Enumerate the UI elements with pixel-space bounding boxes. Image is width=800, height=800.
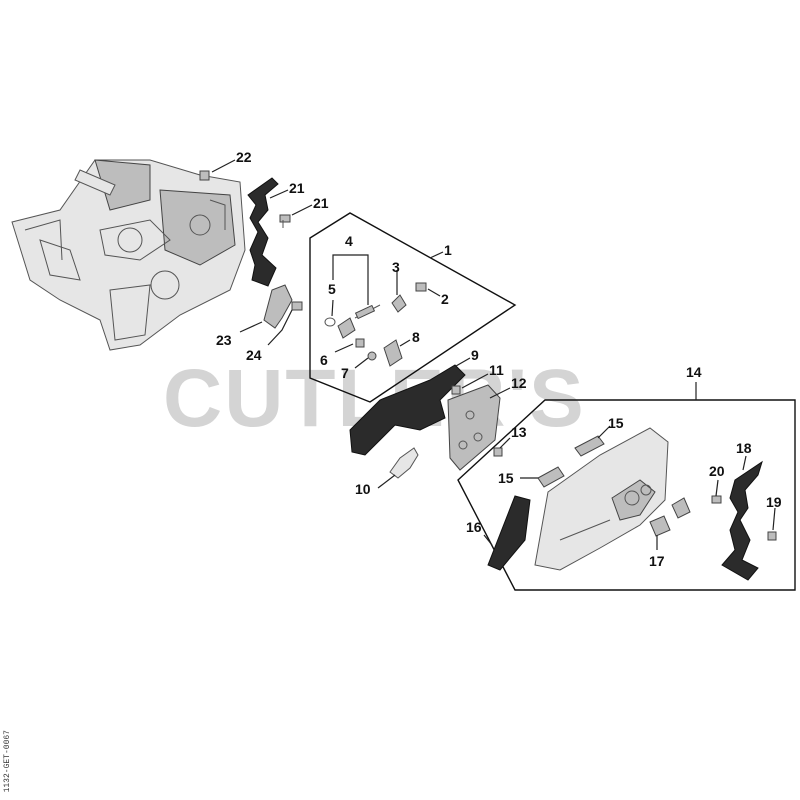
callout-24: 23 <box>216 332 232 348</box>
leader-lines <box>211 159 776 550</box>
part-22-screw <box>279 214 291 228</box>
callout-21: 21 <box>289 180 305 196</box>
callout-3: 3 <box>392 259 400 275</box>
part-2-screw <box>415 282 427 292</box>
part-9-side-cover <box>349 364 466 456</box>
part-19-screw <box>767 531 777 541</box>
callout-9: 9 <box>471 347 479 363</box>
callout-20: 20 <box>709 463 725 479</box>
part-14-sprocket-cover <box>534 427 669 571</box>
part-23-nut <box>199 170 210 181</box>
part-20-screw <box>711 495 722 504</box>
part-11-screw <box>451 385 461 395</box>
callout-15-lower: 15 <box>498 470 514 486</box>
part-13-nut <box>493 447 503 457</box>
callout-11: 11 <box>489 362 504 378</box>
callout-8: 8 <box>412 329 420 345</box>
part-17-bar-nut <box>649 497 691 537</box>
callout-15-upper: 15 <box>608 415 624 431</box>
callout-labels: 22 21 21 23 24 1 4 5 3 2 6 7 8 9 11 12 1… <box>216 149 782 569</box>
part-7-washer <box>367 351 377 361</box>
callout-19: 19 <box>766 494 782 510</box>
assembly-14-frame <box>457 399 796 591</box>
part-25-screw <box>291 301 303 311</box>
callout-10: 10 <box>355 481 371 497</box>
callout-18: 18 <box>736 440 752 456</box>
callout-14: 14 <box>686 364 702 380</box>
callout-5: 5 <box>328 281 336 297</box>
callout-4: 4 <box>345 233 353 249</box>
crankcase-housing <box>11 159 246 351</box>
callout-13: 13 <box>511 424 527 440</box>
part-14-cover-boss <box>611 479 656 521</box>
part-5-o-ring <box>324 317 336 327</box>
callout-6: 6 <box>320 352 328 368</box>
part-21-chain-catcher <box>247 177 279 287</box>
part-15-pad-lower <box>537 466 565 488</box>
part-15-pad-upper <box>574 435 605 457</box>
callout-17: 17 <box>649 553 665 569</box>
callout-1: 1 <box>444 242 452 258</box>
part-10-guide-plate <box>389 447 419 479</box>
callout-22: 21 <box>313 195 329 211</box>
document-reference: 1132-GET-0067 <box>3 730 12 793</box>
assembly-1-frame <box>309 212 517 403</box>
callout-2: 2 <box>441 291 449 307</box>
part-8-tensioner-plate <box>383 339 403 367</box>
part-4-adjusting-screw <box>337 304 381 339</box>
part-12-bar-plate <box>447 384 501 471</box>
callout-23: 22 <box>236 149 252 165</box>
callout-7: 7 <box>341 365 349 381</box>
callout-16: 16 <box>466 519 482 535</box>
callout-12: 12 <box>511 375 527 391</box>
part-18-chain-catcher <box>721 460 763 581</box>
part-3-spring-pin <box>391 294 407 313</box>
part-24-bracket <box>263 284 293 329</box>
part-16-bumper-strip <box>487 495 531 571</box>
part-6-nut <box>355 338 365 348</box>
callout-25: 24 <box>246 347 262 363</box>
part-12-holes <box>458 410 483 450</box>
